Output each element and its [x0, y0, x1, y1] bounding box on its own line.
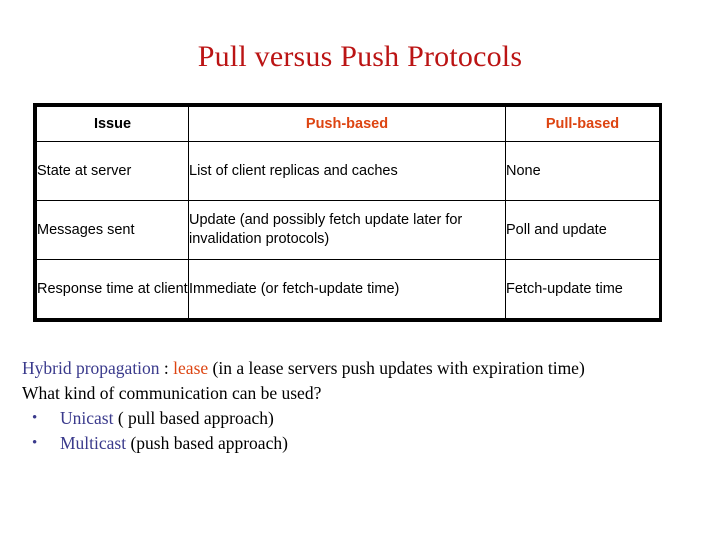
communication-options-list: • Unicast ( pull based approach) • Multica… — [22, 406, 712, 456]
unicast-note: ( pull based approach) — [113, 408, 274, 428]
table-header: Issue Push-based Pull-based — [36, 106, 660, 142]
hybrid-propagation-line: Hybrid propagation : lease (in a lease s… — [22, 356, 712, 381]
unicast-term: Unicast — [60, 408, 114, 428]
hybrid-description: (in a lease servers push updates with ex… — [208, 358, 585, 378]
cell-issue: Messages sent — [36, 200, 189, 260]
pull-vs-push-table: Issue Push-based Pull-based State at ser… — [36, 106, 660, 319]
table-row: Messages sent Update (and possibly fetch… — [36, 200, 660, 260]
multicast-term: Multicast — [60, 433, 127, 453]
column-header-push-based: Push-based — [188, 106, 506, 142]
lease-term: lease — [173, 358, 209, 378]
cell-pull-based: Poll and update — [505, 200, 660, 260]
bullet-icon: • — [32, 435, 38, 451]
communication-question: What kind of communication can be used? — [22, 381, 712, 406]
communication-question-text: What kind of communication can be used? — [22, 383, 322, 403]
cell-push-based: Immediate (or fetch-update time) — [188, 259, 506, 319]
cell-push-based: Update (and possibly fetch update later … — [188, 200, 506, 260]
table-row: State at server List of client replicas … — [36, 141, 660, 201]
hybrid-separator: : — [159, 358, 174, 378]
table-body: State at server List of client replicas … — [36, 141, 660, 319]
column-header-issue: Issue — [36, 106, 189, 142]
cell-push-based: List of client replicas and caches — [188, 141, 506, 201]
cell-issue: Response time at client — [36, 259, 189, 319]
column-header-pull-based: Pull-based — [505, 106, 660, 142]
hybrid-propagation-label: Hybrid propagation — [22, 358, 160, 378]
cell-pull-based: None — [505, 141, 660, 201]
table-row: Response time at client Immediate (or fe… — [36, 259, 660, 319]
table-header-row: Issue Push-based Pull-based — [36, 106, 660, 142]
bullet-icon: • — [32, 410, 38, 426]
multicast-note: (push based approach) — [126, 433, 288, 453]
slide-body-text: Hybrid propagation : lease (in a lease s… — [22, 356, 712, 456]
page-title: Pull versus Push Protocols — [197, 40, 523, 73]
cell-pull-based: Fetch-update time — [505, 259, 660, 319]
cell-issue: State at server — [36, 141, 189, 201]
list-item: • Multicast (push based approach) — [22, 431, 712, 456]
list-item: • Unicast ( pull based approach) — [22, 406, 712, 431]
comparison-table-container: Issue Push-based Pull-based State at ser… — [33, 103, 662, 322]
